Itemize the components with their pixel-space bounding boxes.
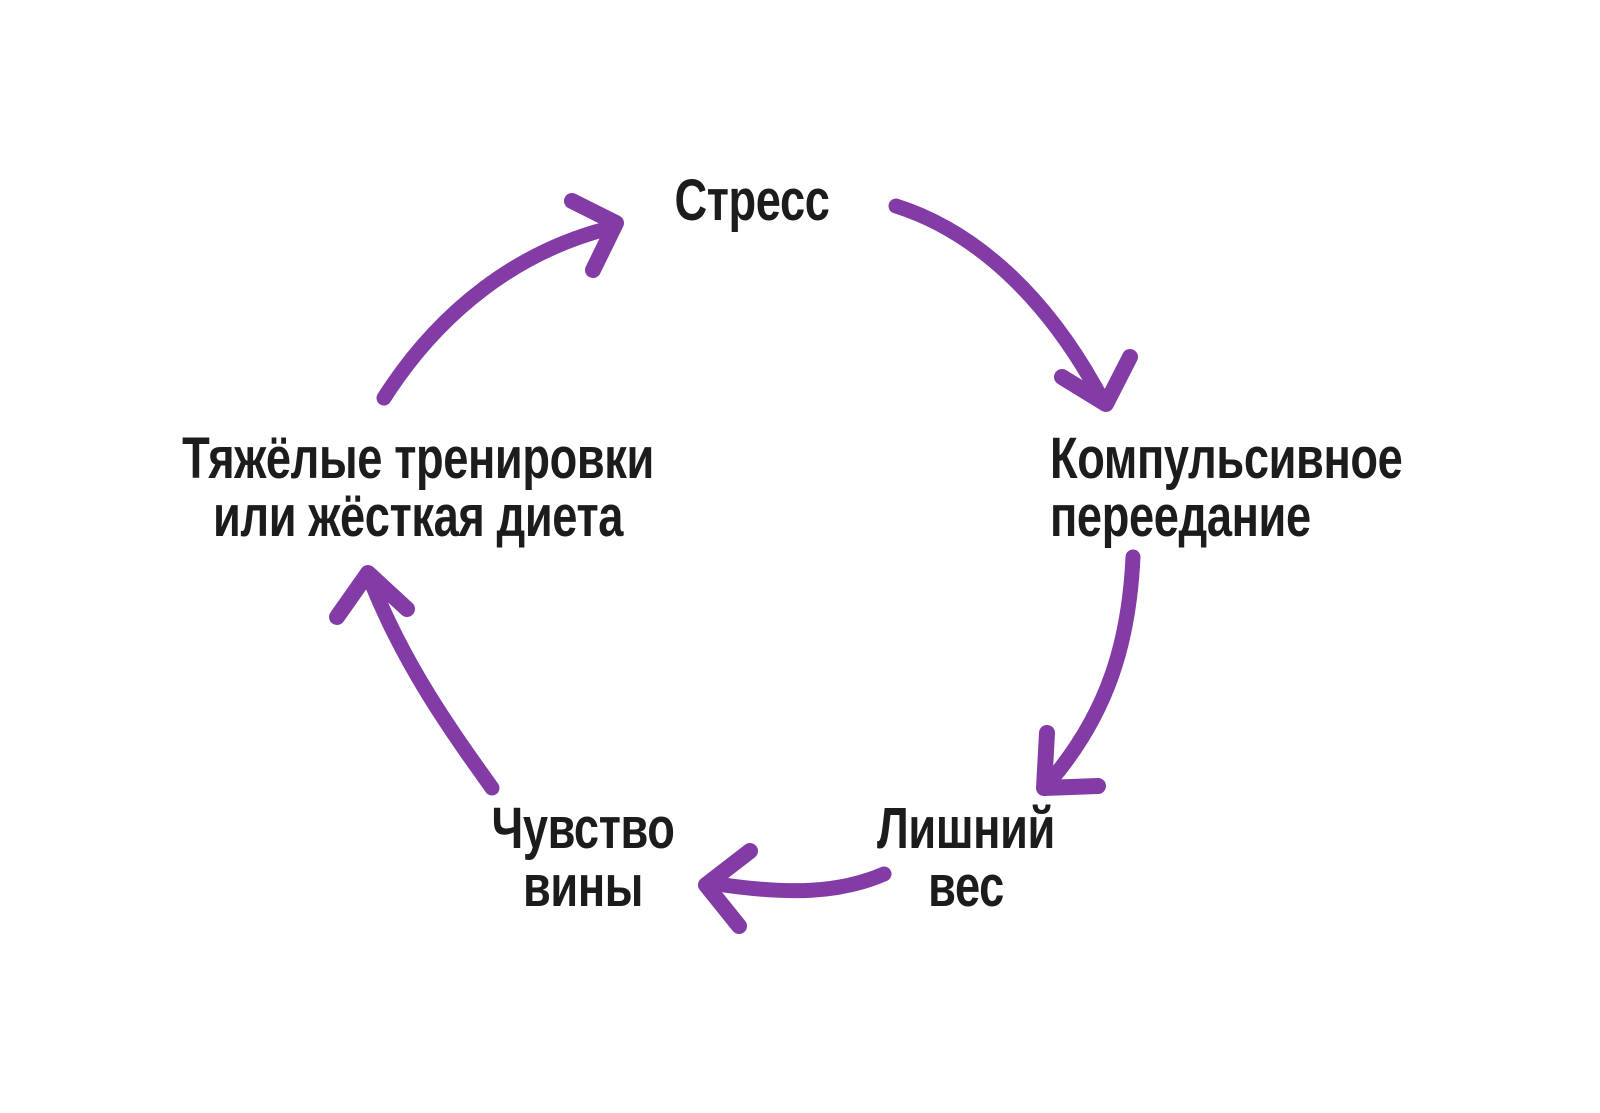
node-guilt-line2: вины [522,854,644,919]
arrow-stress-to-overeating [888,198,1138,412]
arrowhead-left-icon [698,843,758,934]
arrowhead-up-icon [329,565,415,625]
node-training-diet: Тяжёлые тренировки или жёсткая диета [182,430,654,546]
arrow-weight-to-guilt [698,843,892,934]
node-stress: Стресс [674,168,830,233]
node-guilt: Чувство вины [491,800,674,916]
arrowhead-down-left-icon [1036,725,1106,796]
node-excess-weight-line2: вес [928,854,1004,919]
node-training-diet-line1: Тяжёлые тренировки [182,426,654,491]
arrowhead-down-right-icon [1054,349,1138,412]
node-training-diet-line2: или жёсткая диета [212,484,624,549]
node-overeating-line1: Компульсивное [1050,426,1403,491]
node-overeating: Компульсивное переедание [1050,426,1403,549]
node-overeating-line2: переедание [1050,484,1311,549]
arrow-guilt-to-training [329,565,500,796]
arrowhead-up-right-icon [564,193,624,278]
arrow-overeating-to-weight [1036,549,1141,796]
node-excess-weight: Лишний вес [877,800,1055,916]
node-guilt-line1: Чувство [491,796,675,861]
arrow-training-to-stress [376,193,624,406]
node-excess-weight-line1: Лишний [877,796,1055,861]
